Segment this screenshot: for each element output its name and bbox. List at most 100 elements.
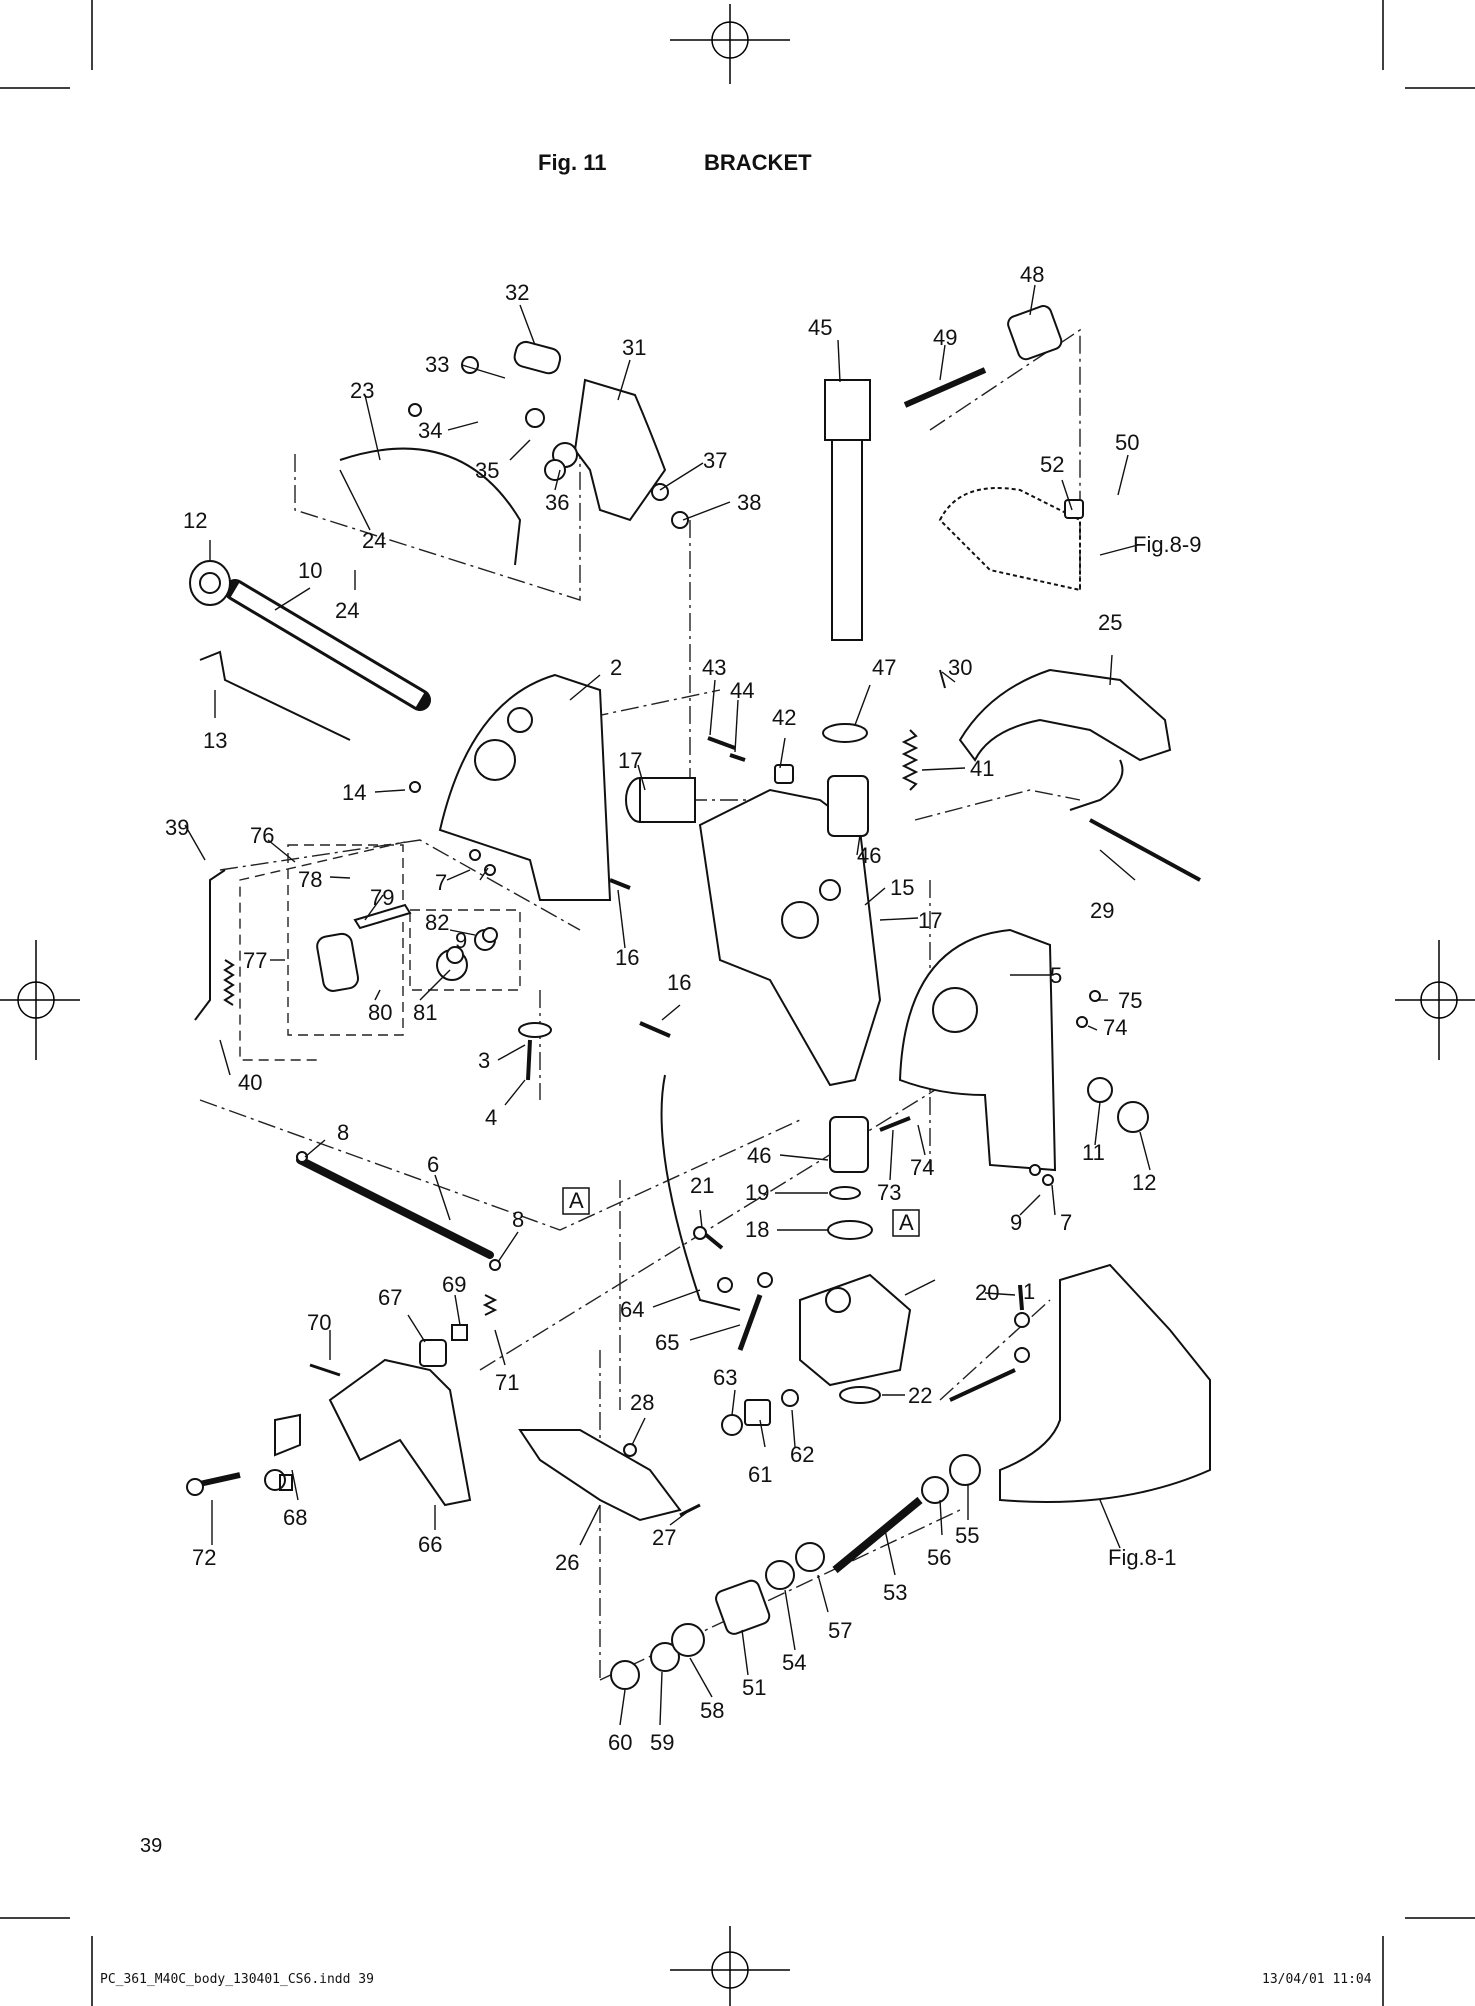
callout-24: 24 — [335, 598, 359, 623]
callout-12: 12 — [183, 508, 207, 533]
callout-71: 71 — [495, 1370, 519, 1395]
callout-34: 34 — [418, 418, 442, 443]
callout-8: 8 — [512, 1207, 524, 1232]
callout-17: 17 — [618, 748, 642, 773]
callout-36: 36 — [545, 490, 569, 515]
callout-63: 63 — [713, 1365, 737, 1390]
callout-27: 27 — [652, 1525, 676, 1550]
callout-35: 35 — [475, 458, 499, 483]
callout-74: 74 — [1103, 1015, 1127, 1040]
callout-10: 10 — [298, 558, 322, 583]
callout-51: 51 — [742, 1675, 766, 1700]
callout-40: 40 — [238, 1070, 262, 1095]
callout-1: 1 — [1023, 1279, 1035, 1304]
view-marker-label: A — [569, 1188, 584, 1213]
callout-46: 46 — [747, 1143, 771, 1168]
callout-61: 61 — [748, 1462, 772, 1487]
callout-25: 25 — [1098, 610, 1122, 635]
callout-11: 11 — [1082, 1140, 1105, 1165]
figure-label: Fig. 11 — [538, 150, 607, 175]
callout-48: 48 — [1020, 262, 1044, 287]
callout-81: 81 — [413, 1000, 437, 1025]
callout-42: 42 — [772, 705, 796, 730]
callout-59: 59 — [650, 1730, 674, 1755]
callout-46: 46 — [857, 843, 881, 868]
callout-41: 41 — [970, 756, 994, 781]
callout-82: 82 — [425, 910, 449, 935]
callout-44: 44 — [730, 678, 754, 703]
callout-56: 56 — [927, 1545, 951, 1570]
callout-9: 9 — [455, 928, 467, 953]
callout-7: 7 — [435, 870, 447, 895]
callout-47: 47 — [872, 655, 896, 680]
callout-55: 55 — [955, 1523, 979, 1548]
callout-28: 28 — [630, 1390, 654, 1415]
callout-15: 15 — [890, 875, 914, 900]
callout-6: 6 — [427, 1152, 439, 1177]
callout-33: 33 — [425, 352, 449, 377]
callout-77: 77 — [243, 948, 267, 973]
callout-79: 79 — [370, 885, 394, 910]
registration-mark-top — [670, 4, 790, 84]
callout-21: 21 — [690, 1173, 714, 1198]
callout-68: 68 — [283, 1505, 307, 1530]
callout-67: 67 — [378, 1285, 402, 1310]
page-number: 39 — [140, 1835, 163, 1857]
callout-60: 60 — [608, 1730, 632, 1755]
view-marker-box — [562, 1187, 590, 1215]
callout-13: 13 — [203, 728, 227, 753]
callout-50: 50 — [1115, 430, 1139, 455]
callout-69: 69 — [442, 1272, 466, 1297]
callout-20: 20 — [975, 1280, 999, 1305]
callout-12: 12 — [1132, 1170, 1156, 1195]
callout-74: 74 — [910, 1155, 934, 1180]
callout-49: 49 — [933, 325, 957, 350]
callout-78: 78 — [298, 867, 322, 892]
callout-64: 64 — [620, 1297, 644, 1322]
callout-18: 18 — [745, 1217, 769, 1242]
registration-mark-right — [1395, 940, 1475, 1060]
callout-23: 23 — [350, 378, 374, 403]
registration-mark-bottom — [670, 1926, 790, 2006]
callout-45: 45 — [808, 315, 832, 340]
view-marker-box — [892, 1209, 920, 1237]
callout-16: 16 — [615, 945, 639, 970]
callout-24: 24 — [362, 528, 386, 553]
callout-73: 73 — [877, 1180, 901, 1205]
callout-29: 29 — [1090, 898, 1114, 923]
callout-4: 4 — [485, 1105, 497, 1130]
fig-reference: Fig.8-9 — [1133, 532, 1201, 557]
callout-16: 16 — [667, 970, 691, 995]
callout-72: 72 — [192, 1545, 216, 1570]
callout-39: 39 — [165, 815, 189, 840]
callout-30: 30 — [948, 655, 972, 680]
callout-2: 2 — [610, 655, 622, 680]
callout-31: 31 — [622, 335, 646, 360]
callout-43: 43 — [702, 655, 726, 680]
view-markers: AA — [562, 1187, 920, 1237]
callout-14: 14 — [342, 780, 366, 805]
callout-70: 70 — [307, 1310, 331, 1335]
callout-38: 38 — [737, 490, 761, 515]
callout-3: 3 — [478, 1048, 490, 1073]
callout-19: 19 — [745, 1180, 769, 1205]
callout-80: 80 — [368, 1000, 392, 1025]
callout-7: 7 — [1060, 1210, 1072, 1235]
callout-5: 5 — [1050, 963, 1062, 988]
callout-17: 17 — [918, 908, 942, 933]
footer-file: PC_361_M40C_body_130401_CS6.indd 39 — [100, 1972, 374, 1987]
callout-32: 32 — [505, 280, 529, 305]
callout-53: 53 — [883, 1580, 907, 1605]
callout-22: 22 — [908, 1383, 932, 1408]
callout-9: 9 — [1010, 1210, 1022, 1235]
callout-76: 76 — [250, 823, 274, 848]
callout-75: 75 — [1118, 988, 1142, 1013]
callout-26: 26 — [555, 1550, 579, 1575]
callout-37: 37 — [703, 448, 727, 473]
callout-52: 52 — [1040, 452, 1064, 477]
callout-62: 62 — [790, 1442, 814, 1467]
